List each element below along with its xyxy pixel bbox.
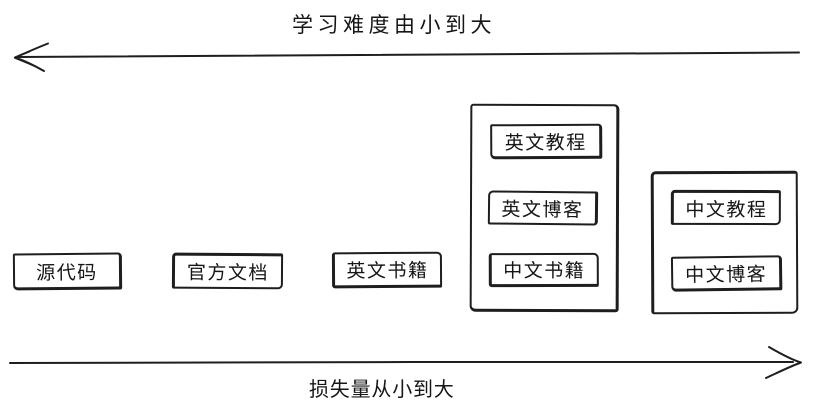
box-chinese-tutorials: 中文教程 [670, 189, 781, 226]
box-english-books: 英文书籍 [331, 251, 443, 289]
bottom-arrow-line [9, 360, 794, 364]
bottom-axis-label: 损失量从小到大 [309, 379, 455, 401]
box-official-docs-label: 官方文档 [186, 262, 270, 285]
group-box-left: 英文教程 英文博客 中文书籍 [469, 103, 620, 313]
box-english-tutorials-label: 英文教程 [504, 132, 587, 154]
bottom-arrow-head [765, 346, 802, 379]
box-source-code: 源代码 [12, 252, 123, 291]
box-english-books-label: 英文书籍 [346, 260, 429, 283]
box-english-blogs: 英文博客 [487, 190, 599, 226]
box-english-blogs-label: 英文博客 [501, 199, 584, 221]
box-chinese-books-label: 中文书籍 [503, 260, 586, 283]
box-chinese-tutorials-label: 中文教程 [685, 199, 768, 221]
top-arrow-head [14, 42, 49, 72]
box-english-tutorials: 英文教程 [490, 123, 603, 160]
top-arrow-head-overdraw [13, 50, 34, 67]
box-chinese-books: 中文书籍 [488, 252, 599, 288]
box-source-code-label: 源代码 [36, 262, 98, 284]
top-arrow-line [15, 51, 800, 58]
group-box-right: 中文教程 中文博客 [650, 170, 799, 315]
box-official-docs: 官方文档 [171, 252, 284, 290]
box-chinese-blogs-label: 中文博客 [685, 263, 768, 287]
box-chinese-blogs: 中文博客 [670, 255, 783, 292]
top-axis-label: 学习难度由小到大 [292, 14, 496, 37]
